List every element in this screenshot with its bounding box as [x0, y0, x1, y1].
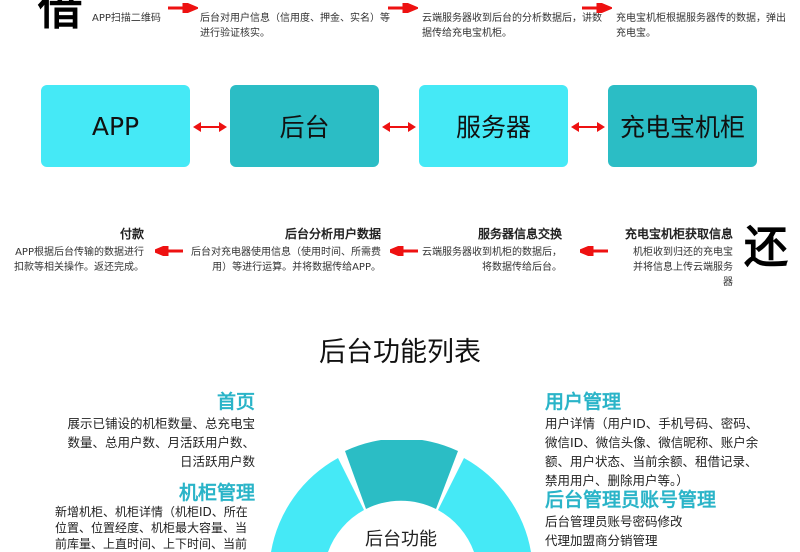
double-arrow-icon: [382, 122, 416, 132]
bottom-step-title: 后台分析用户数据: [284, 227, 381, 241]
arrow-left-icon: [390, 246, 418, 256]
ring-segments: [271, 440, 531, 552]
feature-title-admin: 后台管理员账号管理: [545, 489, 717, 511]
box-app: APP: [41, 85, 190, 167]
arrow-right-icon: [582, 3, 612, 13]
feature-desc: 后台管理员账号密码修改 代理加盟商分销管理: [545, 514, 683, 548]
bottom-step-desc: 机柜收到归还的充电宝并将信息上传云端服务器: [633, 247, 733, 288]
ring-center-label: 后台功能: [365, 529, 437, 550]
box-backend: 后台: [230, 85, 379, 167]
ring-segment-right: [438, 458, 531, 552]
top-step-desc: 充电宝机柜根据服务器传的数据，弹出充电宝。: [616, 13, 786, 39]
ring-segment-top: [345, 440, 458, 509]
feature-title-users: 用户管理: [545, 391, 622, 413]
top-step-desc: 云端服务器收到后台的分析数据后，讲数据传给充电宝机柜。: [422, 13, 602, 39]
bottom-step-desc: 云端服务器收到机柜的数据后，将数据传给后台。: [422, 247, 562, 273]
feature-desc: 新增机柜、机柜详情（机柜ID、所在位置、位置经度、机柜最大容量、当前库量、上直时…: [55, 505, 248, 551]
return-char: 还: [744, 222, 788, 273]
bottom-step-title: 充电宝机柜获取信息: [624, 227, 733, 241]
feature-ring: [271, 440, 531, 552]
bottom-step-desc: 后台对充电器使用信息（使用时间、所需费用）等进行运算。并将数据传给APP。: [191, 247, 381, 273]
box-cabinet: 充电宝机柜: [608, 85, 757, 167]
bottom-step-desc: APP根据后台传输的数据进行扣款等相关操作。返还完成。: [14, 247, 144, 273]
feature-title-home: 首页: [216, 391, 255, 413]
box-server: 服务器: [419, 85, 568, 167]
arrow-right-icon: [168, 3, 198, 13]
bottom-step-title: 付款: [119, 227, 144, 241]
top-step-desc: 后台对用户信息（信用度、押金、实名）等进行验证核实。: [200, 13, 390, 39]
features-title: 后台功能列表: [319, 337, 481, 368]
borrow-char: 借: [38, 0, 82, 35]
ring-segment-left: [271, 458, 364, 552]
arrow-left-icon: [155, 246, 183, 256]
double-arrow-icon: [193, 122, 227, 132]
feature-desc: 用户详情（用户ID、手机号码、密码、微信ID、微信头像、微信昵称、账户余额、用户…: [545, 416, 759, 488]
top-step-desc: APP扫描二维码: [92, 13, 161, 24]
double-arrow-icon: [571, 122, 605, 132]
bottom-step-title: 服务器信息交换: [477, 227, 562, 241]
arrow-left-icon: [580, 246, 608, 256]
feature-desc: 展示已铺设的机柜数量、总充电宝数量、总用户数、月活跃用户数、日活跃用户数: [67, 416, 255, 469]
feature-title-cabinet: 机柜管理: [178, 482, 255, 504]
arrow-right-icon: [388, 3, 418, 13]
